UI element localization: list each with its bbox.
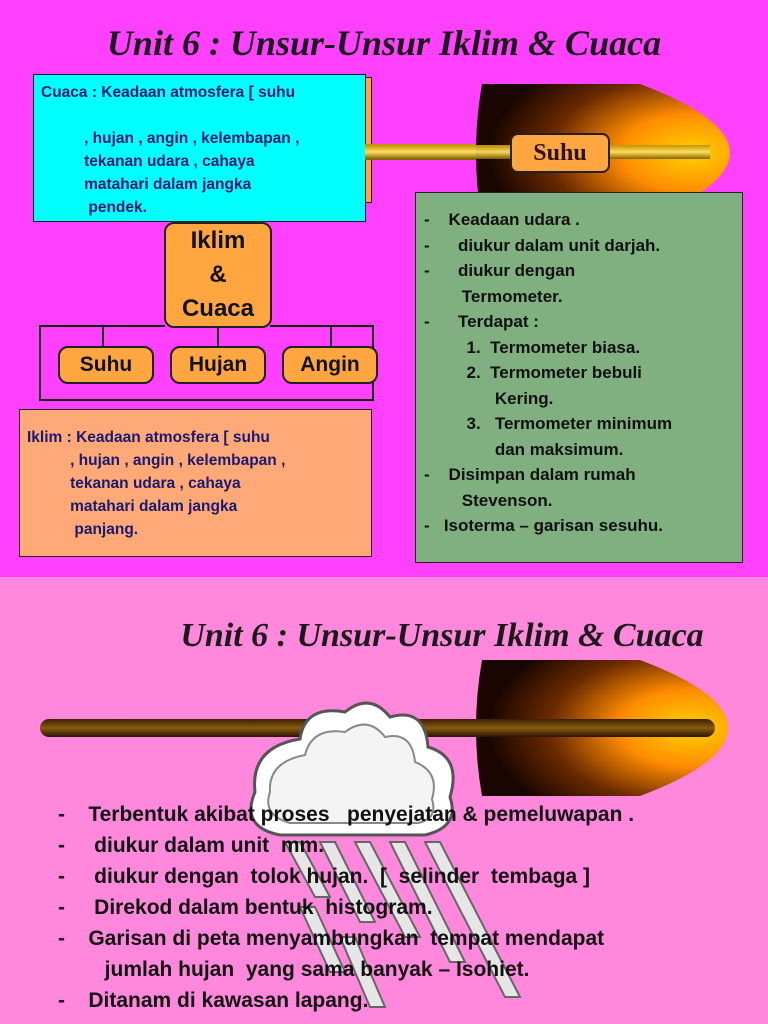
list-item: Termometer. — [424, 286, 563, 306]
list-item: 3. Termometer minimum — [424, 414, 673, 433]
node-hujan: Hujan — [170, 346, 266, 384]
list-item: - Terdapat : — [424, 312, 539, 331]
list-item: - Terbentuk akibat proses penyejatan & p… — [58, 803, 635, 826]
list-item: - diukur dalam unit mm. — [58, 834, 325, 857]
slide-title: Unit 6 : Unsur-Unsur Iklim & Cuaca — [106, 23, 662, 63]
cuaca-definition-text: Cuaca : Keadaan atmosfera [ suhu , hujan… — [41, 84, 300, 216]
pointer-graphic — [40, 660, 728, 1008]
connector-line — [39, 325, 41, 401]
iklim-cuaca-node: Iklim & Cuaca — [164, 222, 272, 328]
slide-title: Unit 6 : Unsur-Unsur Iklim & Cuaca — [180, 617, 704, 654]
list-item: - diukur dengan — [424, 261, 576, 280]
iklim-definition-text: Iklim : Keadaan atmosfera [ suhu , hujan… — [27, 429, 286, 538]
node-suhu: Suhu — [58, 346, 154, 384]
list-item: - Isoterma – garisan sesuhu. — [424, 516, 664, 535]
list-item: - Ditanam di kawasan lapang. — [58, 989, 369, 1012]
list-item: 1. Termometer biasa. — [424, 337, 641, 357]
list-item: - Disimpan dalam rumah — [424, 465, 636, 484]
slide-1: Unit 6 : Unsur-Unsur Iklim & Cuaca Cuaca… — [0, 0, 768, 577]
list-item: dan maksimum. — [424, 439, 624, 459]
connector-line — [39, 399, 374, 401]
list-item: - diukur dengan tolok hujan. [ selinder … — [58, 865, 591, 888]
cuaca-definition-box: Cuaca : Keadaan atmosfera [ suhu , hujan… — [33, 74, 366, 222]
suhu-pointer-label: Suhu — [510, 133, 610, 173]
hujan-points-list: - Terbentuk akibat proses penyejatan & p… — [58, 799, 768, 1016]
list-item: jumlah hujan yang sama banyak – Isohiet. — [58, 958, 530, 981]
list-item: - Direkod dalam bentuk histogram. — [58, 896, 433, 919]
iklim-definition-box: Iklim : Keadaan atmosfera [ suhu , hujan… — [19, 409, 372, 557]
connector-line — [217, 327, 219, 347]
list-item: Stevenson. — [424, 490, 553, 510]
list-item: - Keadaan udara . — [424, 210, 580, 229]
list-item: - Garisan di peta menyambungkan tempat m… — [58, 927, 605, 950]
list-item: - diukur dalam unit darjah. — [424, 235, 661, 255]
hujan-points-box: - Terbentuk akibat proses penyejatan & p… — [58, 799, 768, 1016]
rain-cloud-icon — [249, 701, 522, 1008]
slide-2: Unit 6 : Unsur-Unsur Iklim & Cuaca — [0, 577, 768, 1024]
list-item: Kering. — [424, 388, 554, 408]
list-item: 2. Termometer bebuli — [424, 363, 642, 382]
connector-line — [102, 325, 104, 347]
node-angin: Angin — [282, 346, 378, 384]
connector-line — [270, 325, 374, 327]
suhu-points-list: - Keadaan udara . - diukur dalam unit da… — [424, 207, 742, 539]
connector-line — [330, 325, 332, 347]
suhu-info-box: - Keadaan udara . - diukur dalam unit da… — [415, 192, 743, 563]
